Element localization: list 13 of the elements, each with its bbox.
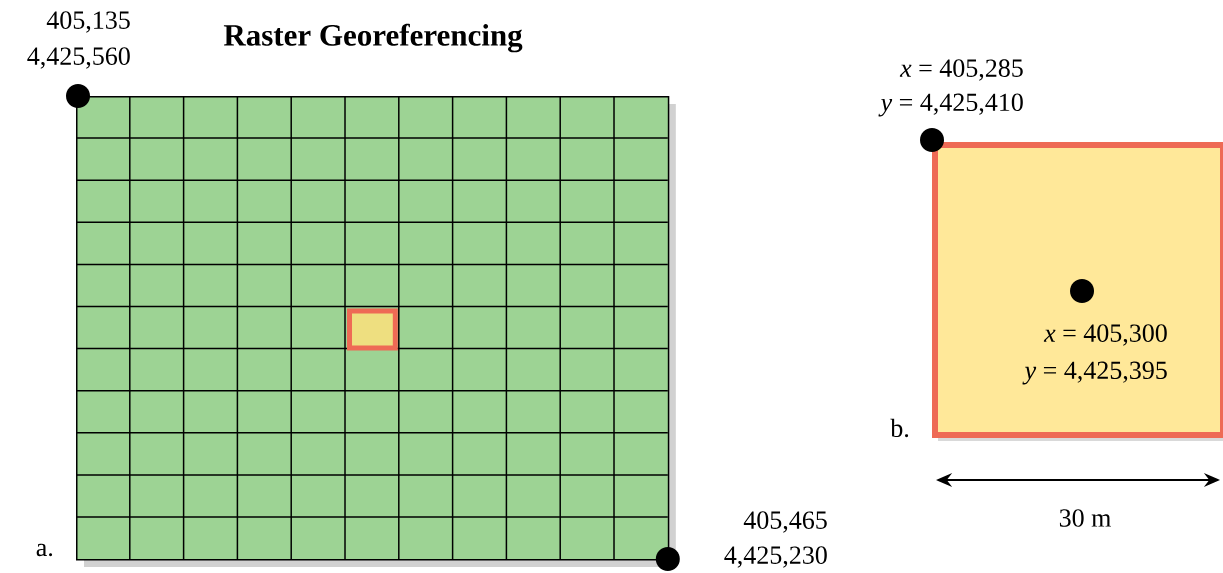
- title: Raster Georeferencing: [223, 23, 523, 53]
- raster-grid: [75, 95, 676, 568]
- coordinate-label: x = 405,285: [899, 59, 1023, 81]
- coordinate-label: y = 4,425,410: [878, 93, 1023, 117]
- coordinate-label: 4,425,560: [27, 47, 130, 69]
- coordinate-label: 4,425,230: [724, 546, 827, 568]
- dimension-label: 30 m: [1059, 509, 1111, 527]
- coordinate-label: 405,465: [743, 511, 827, 533]
- pixel-square: x = 405,300 y = 4,425,395: [932, 142, 1223, 441]
- panel-letter: b.: [890, 418, 909, 438]
- panel-letter: a.: [36, 543, 53, 557]
- highlighted-pixel: [347, 308, 398, 351]
- coordinate-label: 405,135: [46, 11, 130, 33]
